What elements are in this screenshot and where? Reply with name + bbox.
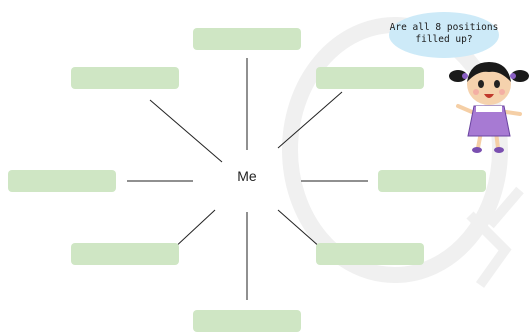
speech-bubble-text: Are all 8 positions filled up? [389,22,499,46]
girl-illustration [449,62,529,153]
center-label: Me [237,168,257,184]
connector-top-right [277,91,343,149]
answer-box-top-left[interactable] [71,67,179,89]
answer-box-top[interactable] [193,28,301,50]
answer-box-right[interactable] [378,170,486,192]
answer-box-left[interactable] [8,170,116,192]
speech-bubble-line-1: Are all 8 positions [389,22,499,33]
answer-box-bottom-right[interactable] [316,243,424,265]
connector-top-left [149,99,223,163]
answer-box-bottom-left[interactable] [71,243,179,265]
answer-box-top-right[interactable] [316,67,424,89]
speech-bubble [389,12,499,58]
watermark-letter [466,186,524,288]
speech-bubble-line-2: filled up? [415,34,473,45]
answer-box-bottom[interactable] [193,310,301,332]
